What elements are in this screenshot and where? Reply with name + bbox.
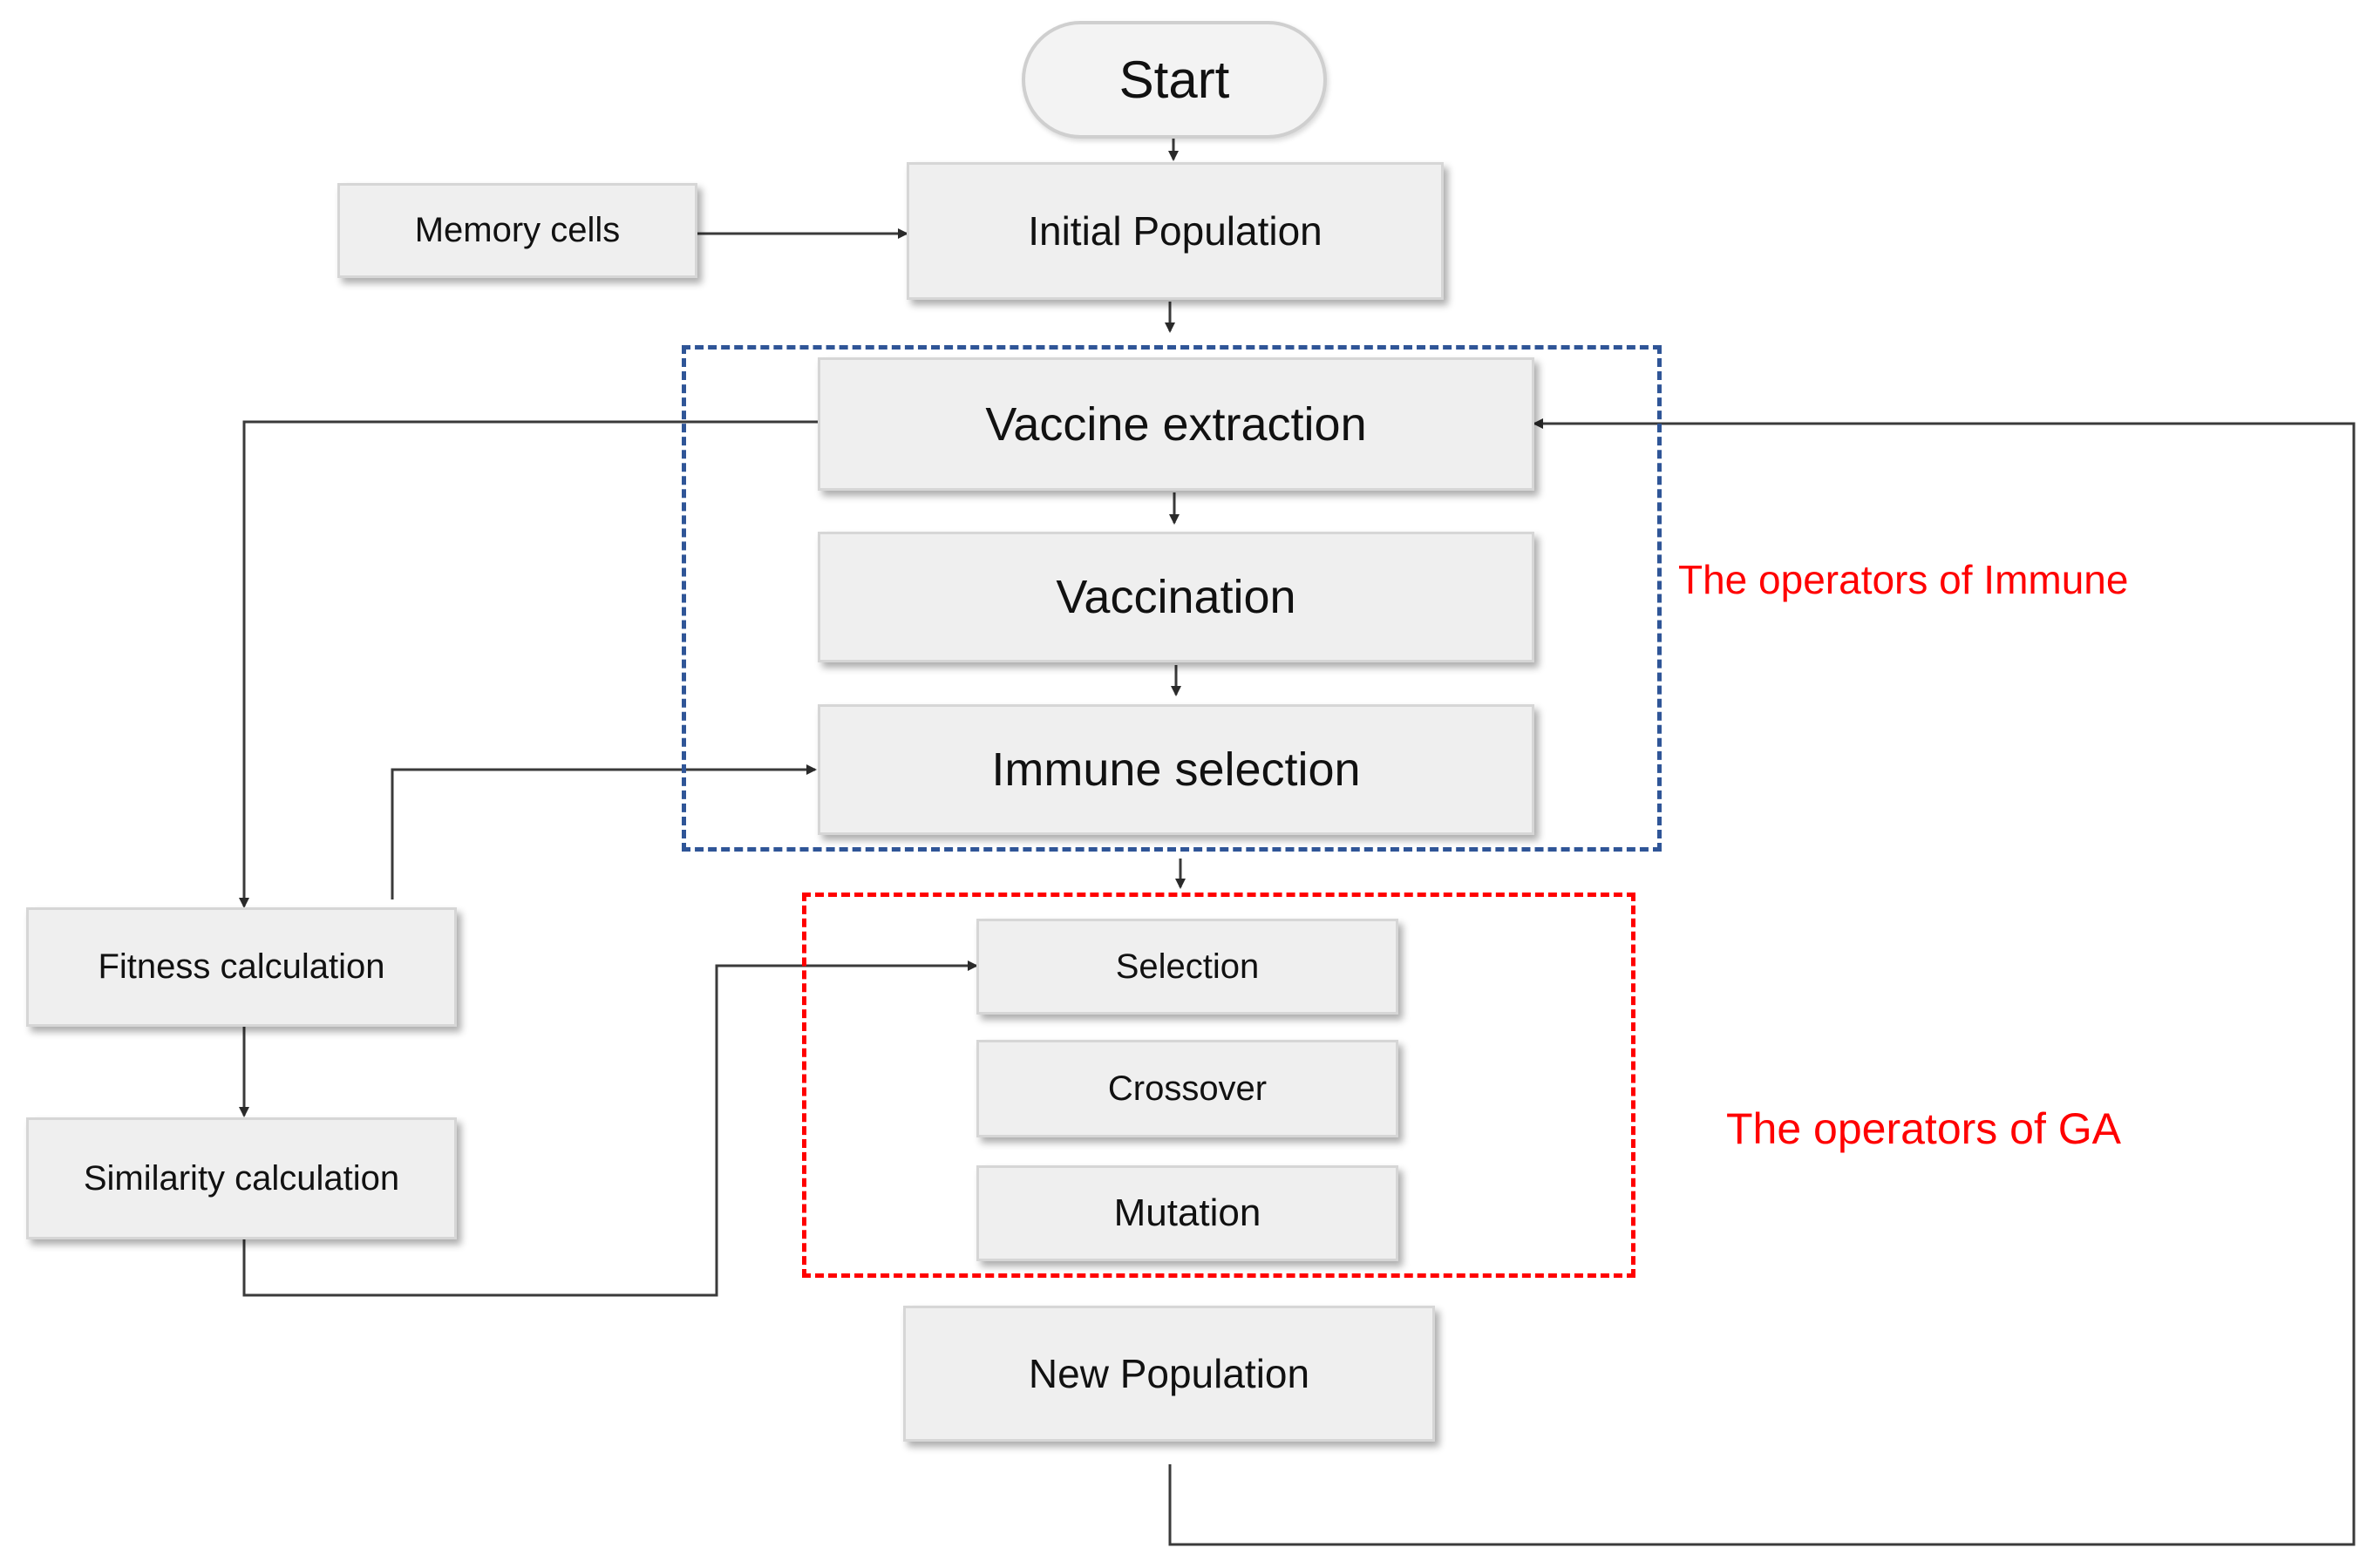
immune-operators-group: [682, 345, 1662, 852]
selection-node: Selection: [976, 919, 1398, 1015]
arrow-new-population-feedback-to-vaccine-extraction: [1168, 418, 2356, 1546]
arrow-vaccine-extraction-to-fitness-calculation: [239, 420, 819, 908]
initial-population-node: Initial Population: [907, 162, 1444, 300]
fitness-calculation-node: Fitness calculation: [26, 907, 457, 1027]
vaccination-node: Vaccination: [818, 532, 1534, 662]
arrow-fitness-to-immune-selection: [391, 764, 817, 899]
ga-operators-label: The operators of GA: [1726, 1104, 2122, 1153]
vaccine-extraction-node: Vaccine extraction: [818, 357, 1534, 491]
new-population-node: New Population: [903, 1306, 1435, 1442]
immune-selection-node: Immune selection: [818, 704, 1534, 835]
mutation-node: Mutation: [976, 1165, 1398, 1261]
memory-cells-node: Memory cells: [337, 183, 697, 278]
ga-operators-group: [802, 893, 1635, 1278]
immune-operators-label: The operators of Immune: [1678, 557, 2129, 602]
similarity-calculation-node: Similarity calculation: [26, 1117, 457, 1239]
crossover-node: Crossover: [976, 1040, 1398, 1137]
start-node: Start: [1022, 21, 1327, 139]
